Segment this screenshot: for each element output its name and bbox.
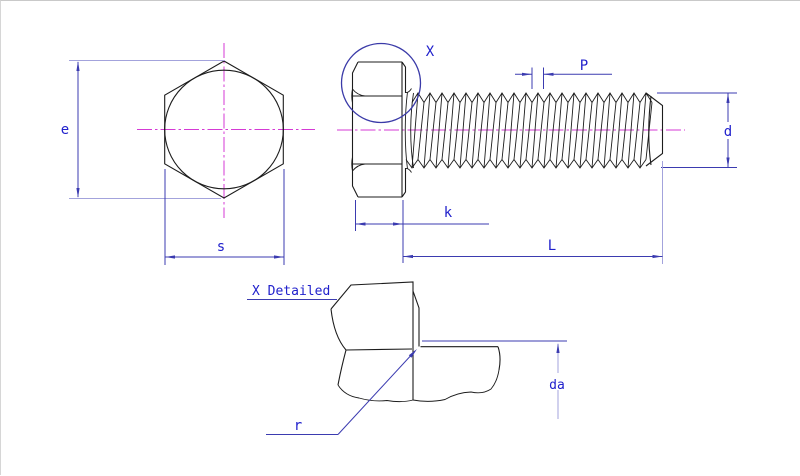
e-arrow-down-icon xyxy=(76,188,80,198)
d-label-mask xyxy=(721,122,735,139)
k-arrow-right-icon xyxy=(393,222,403,226)
dimension-r: r xyxy=(266,349,417,435)
p-arrow-right-icon xyxy=(522,72,532,76)
dimension-s: s xyxy=(164,169,285,265)
detail-break-line xyxy=(337,369,500,403)
da-label-mask xyxy=(545,373,571,390)
da-arrow-up-icon xyxy=(556,343,560,353)
dimension-da: da xyxy=(422,340,571,419)
k-label: k xyxy=(444,205,453,221)
s-arrow-right-icon xyxy=(274,255,284,259)
detail-title: X Detailed xyxy=(252,284,330,299)
l-arrow-left-icon xyxy=(403,254,413,259)
d-arrow-up-icon xyxy=(726,93,730,103)
d-arrow-down-icon xyxy=(726,157,730,168)
dimension-l: L xyxy=(403,161,663,264)
detail-view: X Detailed r da xyxy=(247,281,571,435)
front-view-hex-head: e s xyxy=(61,43,315,265)
l-arrow-right-icon xyxy=(652,254,663,259)
s-arrow-left-icon xyxy=(165,255,175,259)
threaded-shank xyxy=(404,91,664,170)
l-label: L xyxy=(548,238,556,254)
detail-geometry xyxy=(330,281,501,403)
detail-head-outline xyxy=(330,281,501,400)
r-label: r xyxy=(294,418,302,434)
inscribed-circle xyxy=(164,69,284,190)
underhead-fillet xyxy=(405,88,412,173)
e-label: e xyxy=(61,122,69,138)
s-label: s xyxy=(217,239,225,255)
dimension-k: k xyxy=(355,200,489,263)
dimension-d: d xyxy=(657,92,737,168)
head-outline xyxy=(351,61,402,198)
dimension-e: e xyxy=(61,60,225,199)
p-label: P xyxy=(580,58,588,74)
da-label: da xyxy=(549,378,565,393)
side-view-bolt: X P d k xyxy=(337,42,737,264)
bolt-end-chamfer xyxy=(645,92,664,167)
washer-face xyxy=(401,61,407,198)
thread-pattern xyxy=(405,92,653,169)
r-arrow-icon xyxy=(408,349,417,358)
head-chamfer-arcs xyxy=(351,88,366,172)
bolt-head-side xyxy=(351,61,412,198)
k-arrow-left-icon xyxy=(355,222,366,226)
r-leader-diagonal xyxy=(337,350,416,435)
dimension-p: P xyxy=(515,58,612,89)
detail-callout-label: X xyxy=(426,44,435,60)
p-arrow-left-icon xyxy=(543,72,554,76)
hexagon-outline xyxy=(164,60,284,199)
d-label: d xyxy=(724,124,732,140)
e-arrow-up-icon xyxy=(76,61,80,71)
detail-callout-circle xyxy=(340,42,422,124)
